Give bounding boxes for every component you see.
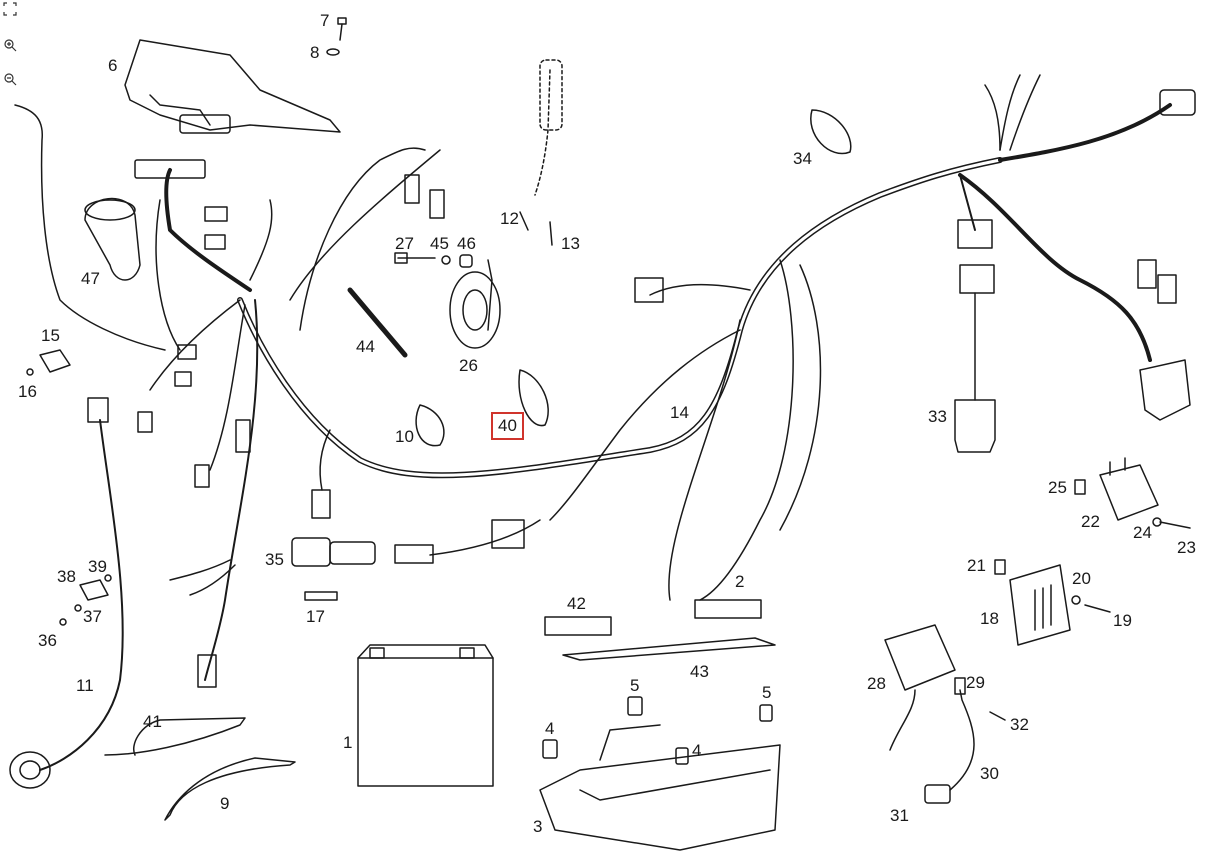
part-label[interactable]: 15 bbox=[41, 326, 60, 345]
part-label[interactable]: 30 bbox=[980, 764, 999, 783]
part-41-strap bbox=[104, 717, 246, 756]
left-harness bbox=[14, 104, 273, 681]
viewer-toolbar bbox=[0, 0, 22, 100]
part-label[interactable]: 13 bbox=[561, 234, 580, 253]
part-label[interactable]: 12 bbox=[500, 209, 519, 228]
part-28-cdi bbox=[884, 624, 956, 751]
part-label[interactable]: 7 bbox=[320, 11, 330, 30]
part-label[interactable]: 2 bbox=[735, 572, 745, 591]
part-10-cable-tie bbox=[415, 404, 445, 447]
part-label[interactable]: 10 bbox=[395, 427, 414, 446]
part-15-clip bbox=[26, 349, 71, 376]
part-44-rod bbox=[347, 287, 408, 358]
part-26-horn bbox=[449, 259, 501, 349]
part-30-plug-lead bbox=[924, 677, 975, 804]
part-22-relay bbox=[1074, 457, 1159, 521]
part-label[interactable]: 16 bbox=[18, 382, 37, 401]
part-label[interactable]: 11 bbox=[76, 676, 94, 695]
part-43-mat bbox=[562, 637, 776, 661]
part-label[interactable]: 5 bbox=[630, 676, 640, 695]
part-34-cable-tie bbox=[810, 109, 852, 155]
part-6-switch bbox=[124, 39, 341, 134]
zoom-out-icon[interactable] bbox=[1, 70, 19, 88]
part-label[interactable]: 4 bbox=[692, 741, 702, 760]
part-label[interactable]: 41 bbox=[143, 712, 162, 731]
part-13-screw bbox=[549, 221, 553, 246]
part-label[interactable]: 1 bbox=[343, 733, 353, 752]
part-label[interactable]: 9 bbox=[220, 794, 230, 813]
part-label[interactable]: 43 bbox=[690, 662, 709, 681]
part-40-cable-tie bbox=[518, 369, 549, 427]
part-label[interactable]: 26 bbox=[459, 356, 478, 375]
fit-to-screen-icon[interactable] bbox=[1, 0, 19, 18]
part-label[interactable]: 42 bbox=[567, 594, 586, 613]
part-label[interactable]: 3 bbox=[533, 817, 543, 836]
sensor-11 bbox=[9, 751, 51, 789]
part-label[interactable]: 34 bbox=[793, 149, 812, 168]
part-12-screw bbox=[519, 211, 529, 231]
part-label[interactable]: 20 bbox=[1072, 569, 1091, 588]
part-33-connector bbox=[954, 399, 996, 453]
part-label[interactable]: 47 bbox=[81, 269, 100, 288]
part-label[interactable]: 29 bbox=[966, 673, 985, 692]
part-label[interactable]: 32 bbox=[1010, 715, 1029, 734]
part-32-screw bbox=[989, 711, 1006, 721]
part-9-strap bbox=[164, 757, 296, 821]
part-label[interactable]: 6 bbox=[108, 56, 118, 75]
part-19-screw bbox=[1084, 604, 1111, 613]
part-42-pad bbox=[544, 616, 612, 636]
main-harness bbox=[237, 74, 1172, 479]
part-label[interactable]: 4 bbox=[545, 719, 555, 738]
part-label[interactable]: 33 bbox=[928, 407, 947, 426]
part-label[interactable]: 19 bbox=[1113, 611, 1132, 630]
part-18-regulator bbox=[994, 559, 1071, 646]
part-label[interactable]: 14 bbox=[670, 403, 689, 422]
part-label[interactable]: 25 bbox=[1048, 478, 1067, 497]
part-label[interactable]: 46 bbox=[457, 234, 476, 253]
zoom-in-icon[interactable] bbox=[1, 36, 19, 54]
part-47-bulb bbox=[84, 198, 141, 281]
part-label[interactable]: 23 bbox=[1177, 538, 1196, 557]
part-label-highlighted[interactable]: 40 bbox=[491, 412, 524, 440]
part-17-fuse bbox=[304, 591, 338, 601]
part-label[interactable]: 22 bbox=[1081, 512, 1100, 531]
part-1-battery bbox=[357, 644, 494, 787]
part-label[interactable]: 8 bbox=[310, 43, 320, 62]
part-label[interactable]: 35 bbox=[265, 550, 284, 569]
part-label[interactable]: 31 bbox=[890, 806, 909, 825]
part-35-fuse-holder bbox=[291, 537, 376, 567]
part-27-bolt bbox=[394, 252, 473, 268]
part-7-screw bbox=[326, 17, 347, 56]
part-3-tray bbox=[539, 724, 781, 851]
part-label[interactable]: 38 bbox=[57, 567, 76, 586]
part-label[interactable]: 24 bbox=[1133, 523, 1152, 542]
part-23-screw bbox=[1159, 521, 1191, 529]
part-label[interactable]: 27 bbox=[395, 234, 414, 253]
part-2-pad bbox=[694, 599, 762, 619]
part-label[interactable]: 28 bbox=[867, 674, 886, 693]
part-label[interactable]: 45 bbox=[430, 234, 449, 253]
part-label[interactable]: 37 bbox=[83, 607, 102, 626]
part-label[interactable]: 44 bbox=[356, 337, 375, 356]
sensor-lead bbox=[39, 419, 124, 771]
part-label[interactable]: 18 bbox=[980, 609, 999, 628]
part-38-clip bbox=[79, 579, 109, 601]
part-label[interactable]: 17 bbox=[306, 607, 325, 626]
part-4-bolt bbox=[542, 739, 689, 765]
part-5-bolt bbox=[627, 696, 773, 722]
part-label[interactable]: 5 bbox=[762, 683, 772, 702]
part-label[interactable]: 39 bbox=[88, 557, 107, 576]
part-label[interactable]: 21 bbox=[967, 556, 986, 575]
part-label[interactable]: 36 bbox=[38, 631, 57, 650]
